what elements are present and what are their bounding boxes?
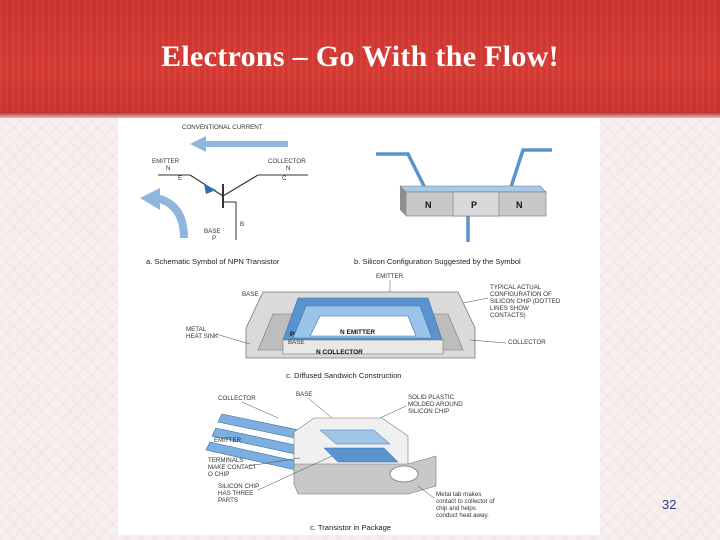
solid-line2: MOLDED AROUND: [408, 401, 463, 408]
tab-pointer: [417, 485, 435, 499]
collector-type: N: [286, 165, 290, 172]
transistor-figure: CONVENTIONAL CURRENT EMITTER N COLLECTOR…: [118, 118, 600, 535]
title-bar: [0, 0, 720, 118]
emitter-lead: [376, 152, 428, 191]
chip-top: [319, 429, 391, 445]
block-side: [400, 186, 406, 216]
panel-c-caption: c. Diffused Sandwich Construction: [286, 371, 402, 380]
electron-flow-arrowhead: [140, 188, 160, 210]
panel-a-caption: a. Schematic Symbol of NPN Transistor: [146, 257, 280, 266]
p-region: [452, 191, 500, 217]
base-letter: B: [240, 221, 244, 228]
silicon-line1: SILICON CHIP: [218, 483, 259, 490]
block-top: [399, 185, 547, 193]
n-collector-label: N COLLECTOR: [316, 349, 363, 356]
p-label: P: [290, 331, 295, 338]
terminals-line3: O CHIP: [208, 471, 229, 478]
typical-line5: CONTACTS): [490, 312, 526, 319]
n-emitter-label: N EMITTER: [340, 329, 375, 336]
emitter-type: N: [166, 165, 170, 172]
panel-d-caption: c. Transistor in Package: [310, 523, 391, 532]
collector-leg: [222, 174, 259, 197]
collector-side-label: COLLECTOR: [508, 339, 546, 346]
tab-line1: Metal tab makes: [436, 491, 481, 498]
pkg-base-pointer: [307, 397, 333, 419]
collector-lead: [508, 148, 552, 191]
layer-n-right: N: [516, 200, 523, 210]
collector-pointer: [469, 339, 507, 344]
metal-line2: HEAT SINK: [186, 333, 219, 340]
tab-line2: contact to collector of: [436, 498, 495, 505]
pkg-emitter-label: EMITTER: [214, 437, 242, 444]
emitter-label: EMITTER: [152, 158, 180, 165]
conventional-current-arrowhead: [190, 136, 206, 152]
typical-line4: LINES SHOW: [490, 305, 529, 312]
typical-line1: TYPICAL ACTUAL: [490, 284, 542, 291]
mounting-hole: [389, 465, 419, 483]
silicon-line3: PARTS: [218, 497, 238, 504]
panel-a-schematic: CONVENTIONAL CURRENT EMITTER N COLLECTOR…: [140, 124, 308, 266]
typical-line2: CONFIGURATION OF: [490, 291, 552, 298]
chip-middle: [323, 447, 399, 463]
terminals-line1: TERMINALS: [208, 457, 243, 464]
layer-p: P: [471, 200, 477, 210]
p-base-label: BASE: [288, 339, 305, 346]
panel-d-package: BASE COLLECTOR SOLID PLASTIC MOLDED AROU…: [205, 391, 495, 532]
terminals-line2: MAKE CONTACT: [208, 464, 257, 471]
transistor-diagram: CONVENTIONAL CURRENT EMITTER N COLLECTOR…: [140, 124, 561, 532]
slide-title: Electrons – Go With the Flow!: [161, 40, 559, 73]
tab-line4: conduct heat away.: [436, 512, 489, 519]
pkg-collector-pointer: [241, 401, 279, 419]
emitter-arrow: [204, 184, 216, 194]
typical-line3: SILICON CHIP (DOTTED: [490, 298, 561, 305]
silicon-pointer: [257, 455, 333, 491]
collector-label: COLLECTOR: [268, 158, 306, 165]
electron-flow-arrow: [154, 194, 188, 239]
panel-c-sandwich: EMITTER BASE TYPICAL ACTUAL CONFIGURATIO…: [186, 273, 561, 380]
metal-pointer: [215, 333, 251, 345]
collector-letter: C: [282, 175, 287, 182]
base-label: BASE: [204, 228, 221, 235]
silicon-line2: HAS THREE: [218, 490, 253, 497]
conventional-current-label: CONVENTIONAL CURRENT: [182, 124, 263, 131]
pkg-base-label: BASE: [296, 391, 313, 398]
tab-line3: chip and helps: [436, 505, 476, 512]
terminals-pointer: [247, 457, 301, 467]
panel-b-caption: b. Silicon Configuration Suggested by th…: [354, 257, 521, 266]
base-type: P: [212, 235, 216, 242]
n-emitter-region: [309, 315, 417, 337]
solid-pointer: [379, 405, 407, 419]
emitter-top-label: EMITTER: [376, 273, 404, 280]
slide-number: 32: [662, 497, 677, 512]
layer-n-left: N: [425, 200, 432, 210]
pkg-collector-label: COLLECTOR: [218, 395, 256, 402]
metal-line1: METAL: [186, 326, 207, 333]
front-face: [282, 339, 444, 355]
emitter-letter: E: [178, 175, 182, 182]
solid-line3: SILICON CHIP: [408, 408, 449, 415]
panel-b-silicon: N P N b. Silicon Configuration Suggested…: [354, 148, 552, 266]
solid-line1: SOLID PLASTIC: [408, 394, 455, 401]
metal-tab: [293, 455, 437, 495]
base-side-label: BASE: [242, 291, 259, 298]
